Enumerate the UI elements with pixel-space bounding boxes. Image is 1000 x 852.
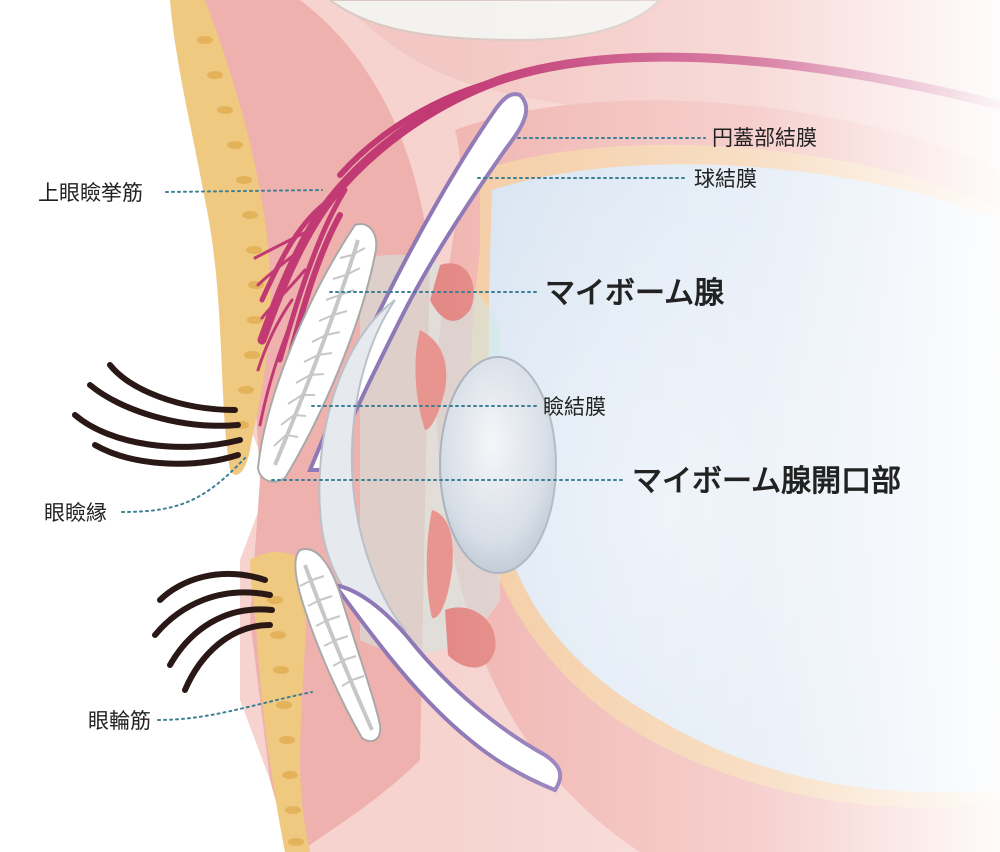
label-meibomian-gland: マイボーム腺 xyxy=(545,276,725,311)
label-levator-muscle: 上眼瞼挙筋 xyxy=(38,181,143,205)
label-eyelid-margin: 眼瞼縁 xyxy=(44,501,107,525)
label-orbicularis-muscle: 眼輪筋 xyxy=(88,709,151,733)
lower-eyelashes xyxy=(152,570,275,693)
fade-overlay xyxy=(450,0,1000,852)
label-bulbar-conjunctiva: 球結膜 xyxy=(694,167,757,191)
upper-eyelashes xyxy=(72,362,243,467)
label-palpebral-conjunctiva: 瞼結膜 xyxy=(543,395,606,419)
cornea xyxy=(318,299,408,632)
leader-lines xyxy=(121,137,706,721)
label-fornix-conjunctiva: 円蓋部結膜 xyxy=(712,126,817,150)
leader-orbicularis xyxy=(157,691,313,721)
label-meibomian-orifice: マイボーム腺開口部 xyxy=(632,464,901,499)
leader-margin xyxy=(121,457,246,513)
lower-meibomian-gland xyxy=(294,548,382,743)
leader-levator xyxy=(165,189,323,193)
labels: 円蓋部結膜 球結膜 上眼瞼挙筋 マイボーム腺 瞼結膜 マイボーム腺開口部 眼瞼縁… xyxy=(38,126,901,733)
upper-meibomian-gland xyxy=(256,223,378,483)
